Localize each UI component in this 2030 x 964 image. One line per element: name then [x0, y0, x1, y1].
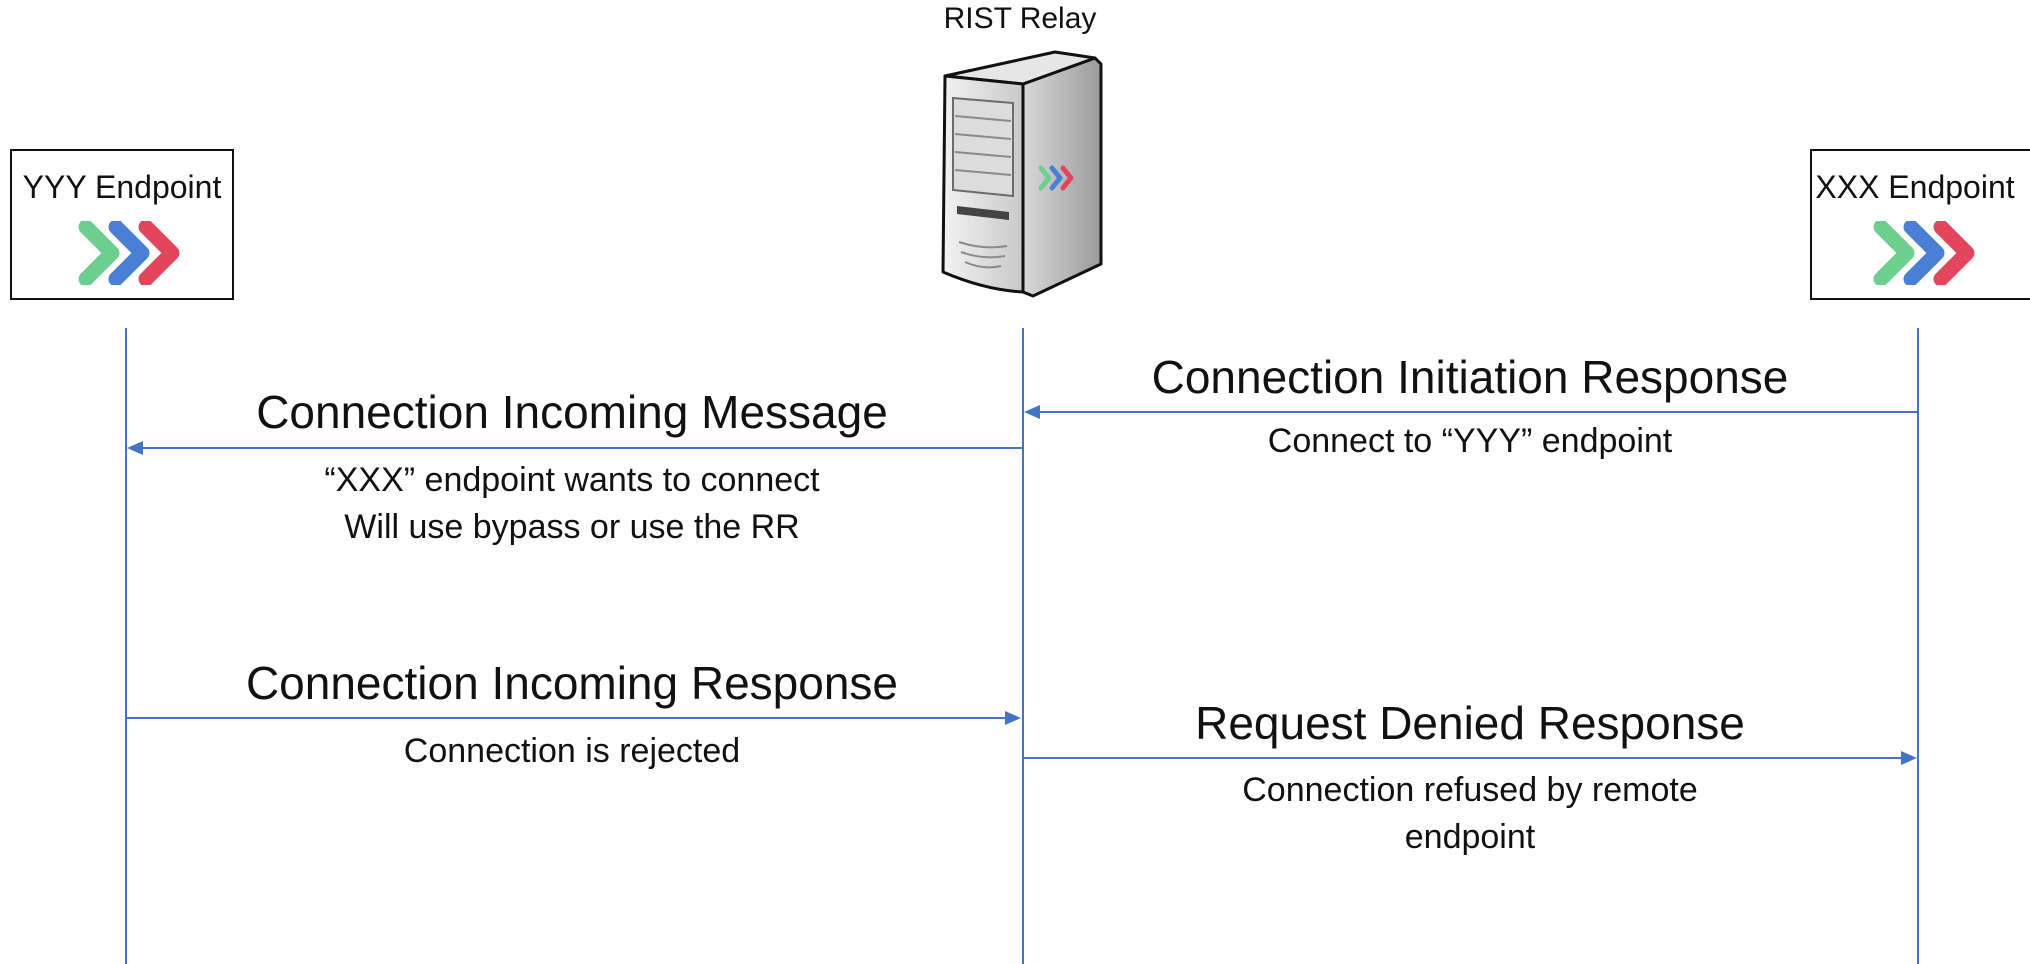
- note-line: Will use bypass or use the RR: [344, 508, 800, 546]
- connection-initiation-response-arrow: [1038, 411, 1919, 413]
- connection-initiation-response-note: Connect to “YYY” endpoint: [1267, 422, 1673, 460]
- arrowhead-left: [127, 441, 143, 455]
- connection-incoming-message-arrow: [141, 447, 1023, 449]
- connection-incoming-response-title: Connection Incoming Response: [245, 657, 899, 709]
- yyy-endpoint-label: YYY Endpoint: [22, 169, 222, 205]
- relay-lifeline: [1022, 328, 1024, 964]
- connection-incoming-message-note: “XXX” endpoint wants to connect Will use…: [212, 457, 932, 551]
- note-line: endpoint: [1404, 818, 1536, 856]
- arrowhead-right: [1901, 751, 1917, 765]
- rist-chevrons-icon: [78, 221, 180, 285]
- server-icon: [941, 50, 1103, 298]
- xxx-endpoint-label: XXX Endpoint: [1815, 169, 2015, 205]
- request-denied-response-arrow: [1023, 757, 1903, 759]
- yyy-lifeline: [125, 328, 127, 964]
- connection-incoming-response-note: Connection is rejected: [403, 732, 741, 770]
- connection-initiation-response-title: Connection Initiation Response: [1151, 351, 1789, 403]
- request-denied-response-title: Request Denied Response: [1195, 697, 1745, 749]
- rist-chevrons-icon: [1873, 221, 1975, 285]
- connection-incoming-message-title: Connection Incoming Message: [256, 386, 888, 438]
- connection-incoming-response-arrow: [126, 717, 1007, 719]
- yyy-endpoint-box: YYY Endpoint: [10, 149, 234, 300]
- request-denied-response-note: Connection refused by remote endpoint: [1110, 767, 1830, 861]
- xxx-lifeline: [1917, 328, 1919, 964]
- rist-relay-label: RIST Relay: [943, 2, 1097, 35]
- arrowhead-right: [1005, 711, 1021, 725]
- note-line: Connection refused by remote: [1242, 771, 1698, 809]
- note-line: “XXX” endpoint wants to connect: [324, 461, 820, 499]
- arrowhead-left: [1024, 405, 1040, 419]
- xxx-endpoint-box: XXX Endpoint: [1810, 149, 2030, 300]
